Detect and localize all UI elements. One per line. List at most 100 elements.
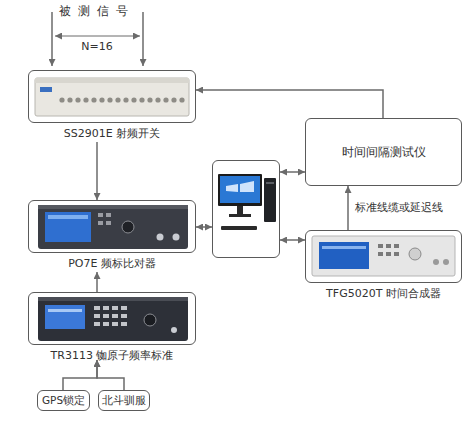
rubidium-standard-device-part <box>112 314 118 318</box>
rubidium-standard-device-part <box>144 314 156 326</box>
rf-switch-device-part <box>83 97 88 102</box>
rubidium-standard-device-part <box>121 314 127 318</box>
time-synthesizer-device-part <box>386 252 391 256</box>
time-synthesizer-device-part <box>409 248 421 260</box>
rubidium-standard-device-part <box>121 306 127 310</box>
time-synthesizer-device-part <box>312 236 455 276</box>
frequency-comparator-device-part <box>98 213 103 217</box>
device-name: TFG5020T 时间合成器 <box>295 286 472 301</box>
rf-switch-device-part <box>155 97 160 102</box>
rubidium-standard-device-part <box>38 297 188 301</box>
input-signal-arrows <box>52 12 143 66</box>
box-outline <box>28 200 196 253</box>
rf-switch-device-part <box>147 97 152 102</box>
rubidium-standard-device <box>38 297 188 341</box>
connector-arrow <box>196 226 212 228</box>
time-synthesizer-device-part <box>433 259 439 265</box>
pc-workstation-part <box>221 226 257 230</box>
pc-workstation-part <box>229 214 251 217</box>
pc-workstation-part <box>237 206 243 214</box>
time-synthesizer-device-part <box>394 252 399 256</box>
rf-switch-device <box>35 78 189 116</box>
time-synthesizer-device-part <box>378 252 383 256</box>
box-outline <box>28 70 196 123</box>
rubidium-standard-device-part <box>94 322 100 326</box>
rf-switch-device-part <box>35 78 189 116</box>
rf-switch-device-part <box>123 97 128 102</box>
rf-switch-device-part <box>163 97 168 102</box>
rubidium-standard-device-part <box>103 314 109 318</box>
computer-box <box>212 160 280 258</box>
rf-switch-device-part <box>67 97 72 102</box>
pc-workstation-part <box>226 181 254 192</box>
frequency-comparator-device-part <box>106 221 111 225</box>
pc-workstation-part <box>220 176 260 203</box>
edge-label: 标准线缆或延迟线 <box>355 201 443 215</box>
box-outline <box>305 230 462 283</box>
box-outline: 北斗驯服 <box>98 390 150 411</box>
rf-switch-device-part <box>139 97 144 102</box>
synthesizer-box: TFG5020T 时间合成器 <box>305 230 462 302</box>
rf-switch-device-part <box>59 97 64 102</box>
box-label: 北斗驯服 <box>99 394 149 408</box>
rf-switch-device-part <box>131 97 136 102</box>
rubidium-standard-device-part <box>103 306 109 310</box>
rubidium-standard-device-part <box>121 322 127 326</box>
pc-workstation-part <box>218 174 262 206</box>
time-synthesizer-device-part <box>319 242 369 269</box>
rubidium-standard-device-part <box>171 327 177 333</box>
connector-arrow <box>347 186 349 230</box>
box-outline: 时间间隔测试仪 <box>305 118 462 186</box>
connector-arrow <box>97 360 124 390</box>
frequency-comparator-device-part <box>38 205 188 249</box>
rubidium-standard-device-part <box>112 306 118 310</box>
time-synthesizer-device-part <box>394 244 399 248</box>
beidou-box: 北斗驯服 <box>98 390 150 411</box>
input-signal-arrows-part <box>51 12 53 66</box>
channel-count-bracket <box>55 36 140 37</box>
rf-switch-device-part <box>99 97 104 102</box>
box-outline: GPS锁定 <box>37 390 90 411</box>
rf-switch-box: SS2901E 射频开关 <box>28 70 196 142</box>
rf-switch-device-part <box>91 97 96 102</box>
time-synthesizer-device-part <box>378 244 383 248</box>
frequency-comparator-device <box>38 205 188 249</box>
signal-label: 被测信号 <box>59 4 135 19</box>
rubidium-standard-device-part <box>48 309 82 312</box>
frequency-comparator-device-part <box>106 213 111 217</box>
rf-switch-device-part <box>40 87 52 92</box>
rubidium-standard-device-part <box>45 305 85 329</box>
input-signal-arrows-part <box>142 12 144 66</box>
device-name: PO7E 频标比对器 <box>18 256 206 271</box>
frequency-comparator-device-part <box>38 205 188 209</box>
connector-arrow <box>63 360 97 390</box>
rf-switch-device-part <box>75 97 80 102</box>
frequency-comparator-device-part <box>157 234 164 241</box>
box-outline <box>28 292 196 345</box>
connector-arrow <box>196 90 383 118</box>
time-synthesizer-device-part <box>386 244 391 248</box>
connector-arrow <box>96 142 98 200</box>
connector-arrow <box>96 272 98 292</box>
time-synthesizer-device <box>312 236 455 276</box>
time-synthesizer-device-part <box>443 259 449 265</box>
gps-box: GPS锁定 <box>37 390 90 411</box>
rf-switch-device-part <box>115 97 120 102</box>
connector-arrow <box>280 239 305 241</box>
interval-tester-box: 时间间隔测试仪 <box>305 118 462 186</box>
box-label: 时间间隔测试仪 <box>339 144 429 161</box>
rubidium-standard-device-part <box>94 314 100 318</box>
rf-switch-device-part <box>107 97 112 102</box>
rf-switch-device-part <box>35 78 189 83</box>
frequency-comparator-device-part <box>98 221 103 225</box>
rubidium-standard-device-part <box>38 297 188 341</box>
rubidium-standard-device-part <box>103 322 109 326</box>
device-name: SS2901E 射频开关 <box>18 126 206 141</box>
frequency-comparator-device-part <box>45 212 91 242</box>
rf-switch-device-part <box>171 97 176 102</box>
comparator-box: PO7E 频标比对器 <box>28 200 196 272</box>
channel-count-bracket-part <box>55 36 140 37</box>
